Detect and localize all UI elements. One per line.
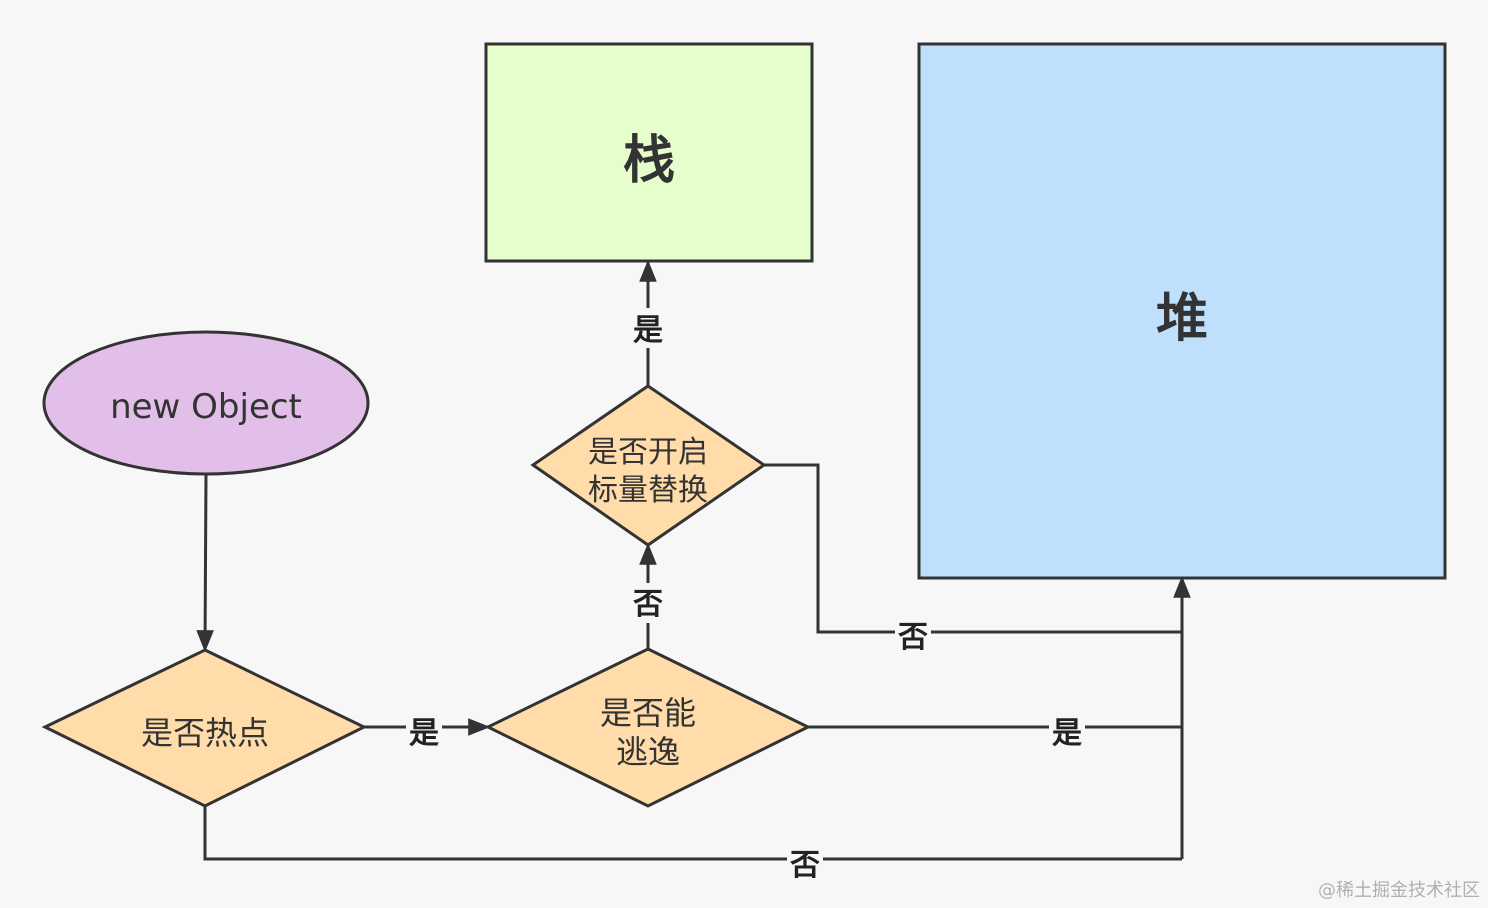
start-label: new Object <box>110 387 302 427</box>
edge-label-scalar-yes: 是 <box>633 313 663 348</box>
scalar-diamond <box>530 384 767 547</box>
start-ellipse <box>42 330 370 476</box>
edge-label-scalar-no: 否 <box>898 620 928 655</box>
escape-label-line1: 是否能 <box>600 694 696 732</box>
edge-label-scalar-no-group: 否 <box>895 615 931 655</box>
edge-scalar-no <box>764 463 1182 634</box>
edge-label-hotspot-yes: 是 <box>409 716 439 751</box>
edge-label-escape-yes: 是 <box>1052 716 1082 751</box>
node-stack: 栈 <box>484 42 814 263</box>
node-heap: 堆 <box>917 42 1447 580</box>
hotspot-label: 是否热点 <box>141 714 269 752</box>
node-escape-decision: 是否能 逃逸 <box>484 647 812 808</box>
node-scalar-decision: 是否开启 标量替换 <box>530 384 767 547</box>
watermark: @稀土掘金技术社区 <box>1318 880 1480 901</box>
stack-box <box>484 42 814 263</box>
escape-label-line2: 逃逸 <box>616 733 680 771</box>
edge-label-scalar-yes-group: 是 <box>630 308 666 348</box>
hotspot-diamond <box>41 648 368 808</box>
escape-diamond <box>484 647 812 808</box>
scalar-label-line1: 是否开启 <box>588 435 708 470</box>
heap-box <box>917 42 1447 580</box>
edge-label-escape-no-group: 否 <box>630 583 666 623</box>
node-start: new Object <box>42 330 370 476</box>
edge-hotspot-no <box>203 806 1182 861</box>
edge-start-to-hotspot <box>196 473 214 653</box>
edge-label-hotspot-no-group: 否 <box>787 843 823 883</box>
scalar-label-line2: 标量替换 <box>588 473 708 508</box>
heap-label: 堆 <box>1156 289 1208 349</box>
stack-label: 栈 <box>623 131 675 191</box>
edge-label-escape-yes-group: 是 <box>1049 711 1085 751</box>
edge-label-hotspot-no: 否 <box>790 848 820 883</box>
edge-label-escape-no: 否 <box>633 587 663 622</box>
node-hotspot-decision: 是否热点 <box>41 648 368 808</box>
edge-label-hotspot-yes-group: 是 <box>406 711 442 751</box>
